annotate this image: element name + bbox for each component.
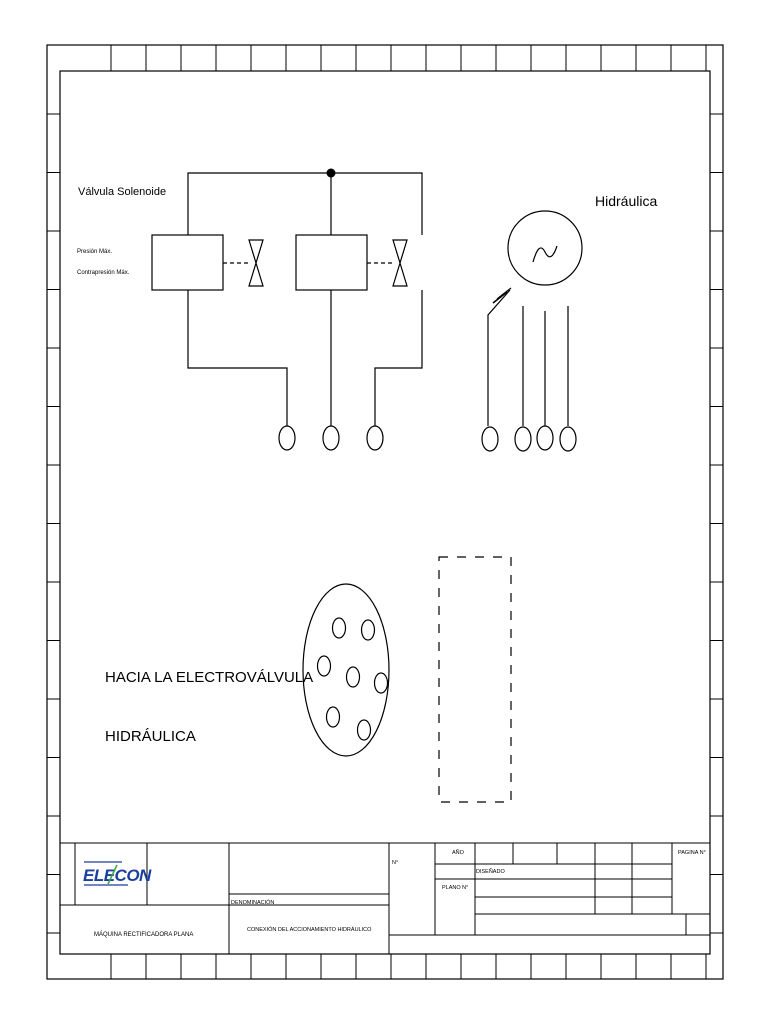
counterpressure-max-label: Contrapresión Máx. [77,270,130,276]
connector-plug [302,556,512,803]
denomination-label: DENOMINACIÓN [231,899,274,906]
dashed-box [438,556,512,803]
solenoid-coil-2 [295,234,368,291]
valve-symbol-2 [392,239,408,287]
designed-label: DISEÑADO [476,868,505,875]
terminal-1 [278,425,296,451]
denomination-value: CONEXIÓN DEL ACCIONAMIENTO HIDRÁULICO [247,926,372,933]
ac-sine-icon [532,245,558,263]
motor-circle [507,210,583,286]
motor-terminal-1 [481,426,499,452]
solenoid-title: Válvula Solenoide [78,186,166,198]
motor-title: Hidráulica [595,193,657,209]
company-logo: ELECON [83,861,153,886]
frame-zone-ticks [47,45,723,979]
valve-symbol-1 [248,239,264,287]
machine-name: MÁQUINA RECTIFICADORA PLANA [94,931,193,938]
connector-pin-6 [325,706,341,728]
logo-text: ELECON [83,866,152,885]
connector-line-1: HACIA LA ELECTROVÁLVULA [105,669,313,686]
connector-pin-4 [345,666,361,688]
title-block [60,842,710,954]
connector-body [302,583,390,757]
pressure-max-label: Presión Máx. [77,249,112,255]
motor-terminal-4 [559,426,577,452]
hydraulic-motor [481,210,583,452]
terminal-3 [366,425,384,451]
page-label: PAGINA N° [678,850,706,856]
year-label: AÑO [452,849,465,856]
connector-pin-2 [360,619,376,641]
plan-number-label: PLANO N° [442,885,468,891]
motor-terminal-2 [514,426,532,452]
terminal-2 [322,425,340,451]
number-label: N° [392,860,398,866]
connector-pin-1 [331,617,347,639]
connector-pin-3 [316,655,332,677]
solenoid-valve-circuit [151,172,423,451]
motor-terminal-3 [536,425,554,451]
connector-pin-5 [373,672,389,694]
connector-line-2: HIDRÁULICA [105,728,196,745]
connector-pin-7 [356,719,372,741]
solenoid-coil-1 [151,234,224,291]
sheet-frame [46,44,724,980]
junction-dot [326,168,336,178]
